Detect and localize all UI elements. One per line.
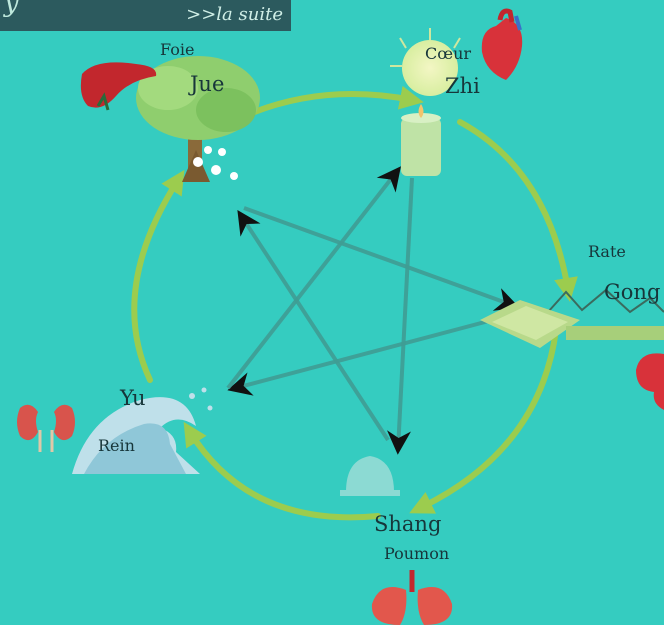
- fire-element-label: Zhi: [445, 74, 480, 98]
- earth-organ-label: Rate: [588, 242, 626, 261]
- control-arrow-fire-metal: [398, 178, 412, 450]
- earth-element-label: Gong: [604, 280, 660, 304]
- fire-organ-label: Cœur: [425, 44, 471, 63]
- metal-organ-label: Poumon: [384, 544, 449, 563]
- wood-element-label: Jue: [190, 72, 224, 96]
- water-element-label: Yu: [120, 386, 146, 410]
- spleen-icon: [636, 353, 664, 410]
- cycle-arrow-water-wood: [134, 180, 178, 380]
- cycle-arrow-wood-fire: [240, 94, 412, 118]
- heart-icon: [482, 11, 522, 80]
- bell-icon: [340, 456, 400, 496]
- water-organ-label: Rein: [98, 436, 135, 455]
- la-suite-link[interactable]: >>la suite: [186, 4, 283, 25]
- wood-organ-label: Foie: [160, 40, 194, 59]
- control-cycle: [228, 170, 515, 450]
- cycle-arrow-fire-earth: [460, 122, 568, 290]
- control-arrow-water-fire: [228, 170, 398, 388]
- lungs-icon: [372, 570, 452, 625]
- metal-element-label: Shang: [374, 512, 441, 536]
- kidneys-icon: [17, 405, 75, 452]
- header-banner: y >>la suite: [0, 0, 291, 31]
- control-arrow-metal-wood: [240, 214, 388, 440]
- cycle-arrow-earth-metal: [420, 330, 556, 508]
- banner-title-fragment: y: [4, 0, 19, 18]
- control-arrow-wood-earth: [244, 208, 515, 306]
